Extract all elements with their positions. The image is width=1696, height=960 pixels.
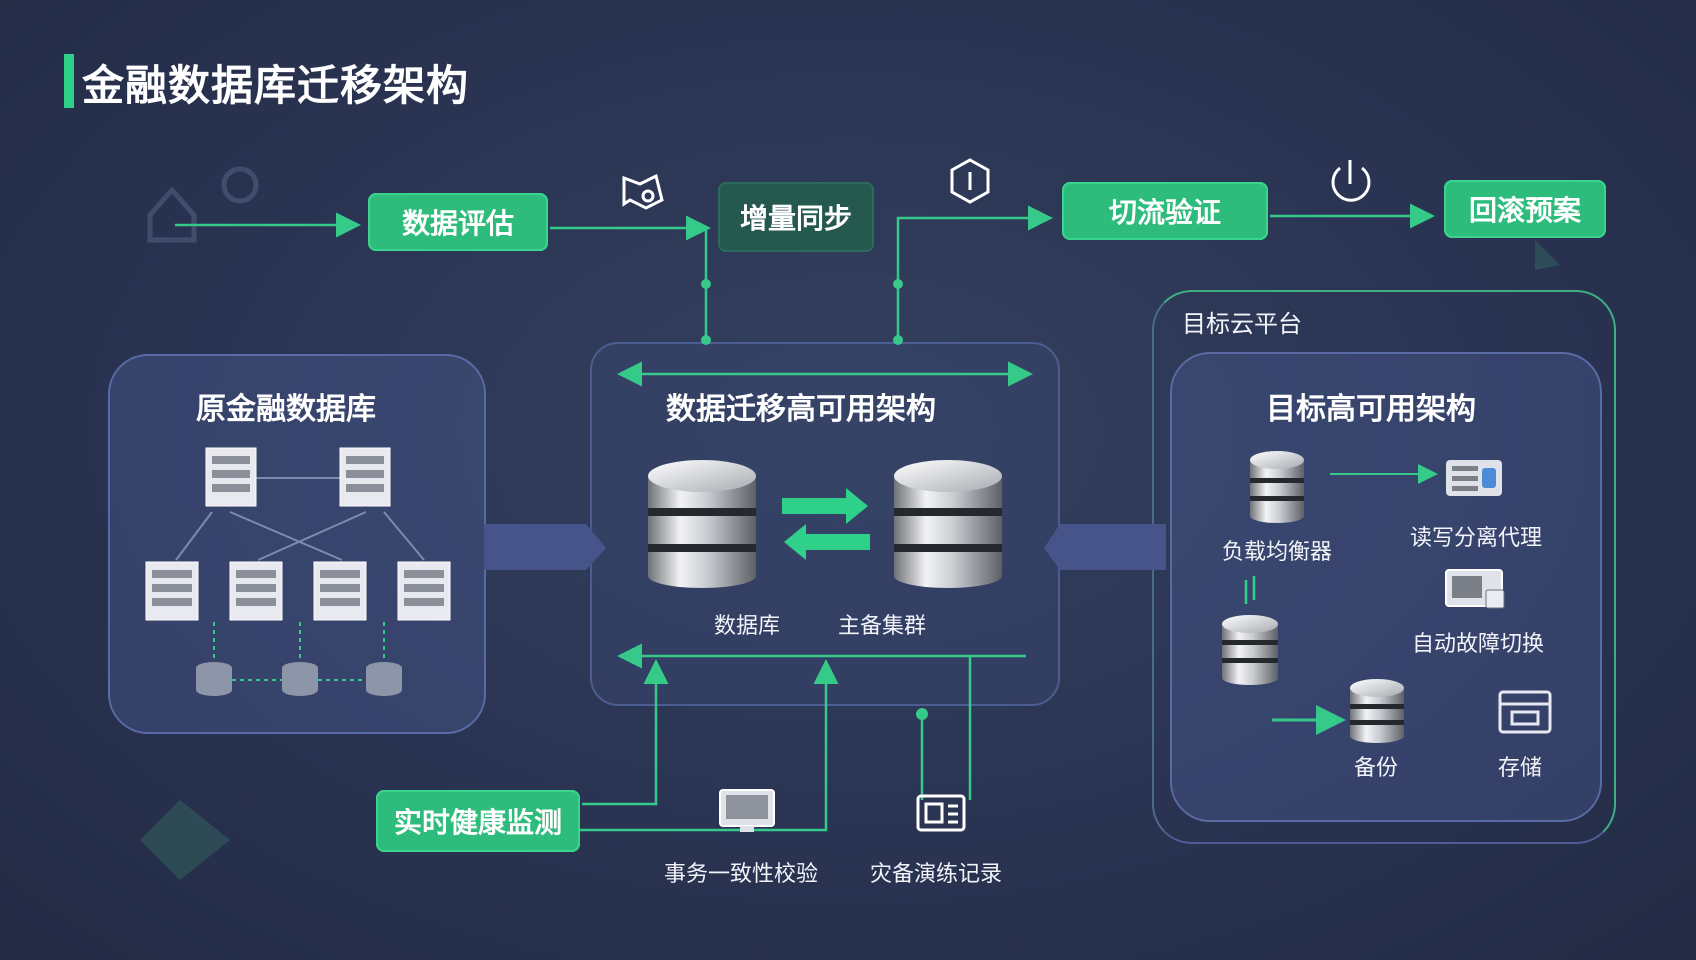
sync-arrows-icon	[782, 488, 870, 560]
rw-proxy-label: 读写分离代理	[1410, 526, 1543, 551]
target-cloud-label: 目标云平台	[1182, 310, 1302, 338]
failover-db-icon	[1222, 615, 1278, 685]
db-label: 数据库	[714, 614, 781, 639]
rw-proxy-icon	[1446, 460, 1502, 496]
step-rollback-button[interactable]: 回滚预案	[1444, 180, 1606, 238]
backup-db-icon	[1350, 679, 1404, 743]
target-panel-title: 目标高可用架构	[1266, 392, 1476, 427]
target-ha-panel	[1170, 352, 1602, 822]
info-hexagon-icon	[950, 158, 990, 204]
dr-record-label: 灾备演练记录	[870, 862, 1003, 887]
source-small-db-icons	[196, 662, 402, 696]
power-icon	[1331, 160, 1371, 202]
map-icon	[622, 173, 664, 210]
monitor-icon	[719, 789, 775, 832]
tx-check-label: 事务一致性校验	[664, 862, 819, 887]
decorative-arrow-icon	[140, 800, 230, 880]
right-connector-arrow	[1044, 524, 1166, 570]
step-verify-button[interactable]: 切流验证	[1062, 182, 1268, 240]
decorative-home-icon	[147, 166, 259, 243]
vertical-sync-arrows-icon	[1244, 576, 1256, 604]
storage-label: 存储	[1498, 756, 1543, 781]
source-server-icons	[145, 447, 451, 621]
backup-label: 备份	[1354, 756, 1399, 781]
page-title: 金融数据库迁移架构	[82, 61, 470, 110]
step-sync-button[interactable]: 增量同步	[718, 182, 874, 252]
migration-panel-title: 数据迁移高可用架构	[666, 392, 936, 427]
failover-console-icon	[1445, 569, 1505, 609]
source-panel-title: 原金融数据库	[196, 392, 376, 427]
failover-label: 自动故障切换	[1412, 632, 1545, 657]
step-assess-button[interactable]: 数据评估	[368, 193, 548, 251]
load-balancer-db-icon	[1250, 451, 1304, 523]
title-accent-bar	[64, 54, 74, 108]
dr-document-icon	[916, 794, 966, 832]
left-connector-arrow	[484, 524, 606, 570]
cluster-label: 主备集群	[838, 614, 927, 639]
decorative-corner-icon	[1535, 240, 1560, 270]
storage-icon	[1498, 690, 1552, 734]
load-balancer-label: 负载均衡器	[1222, 540, 1333, 565]
monitor-button[interactable]: 实时健康监测	[376, 790, 580, 852]
primary-database-icon	[648, 460, 756, 588]
standby-database-icon	[894, 460, 1002, 588]
